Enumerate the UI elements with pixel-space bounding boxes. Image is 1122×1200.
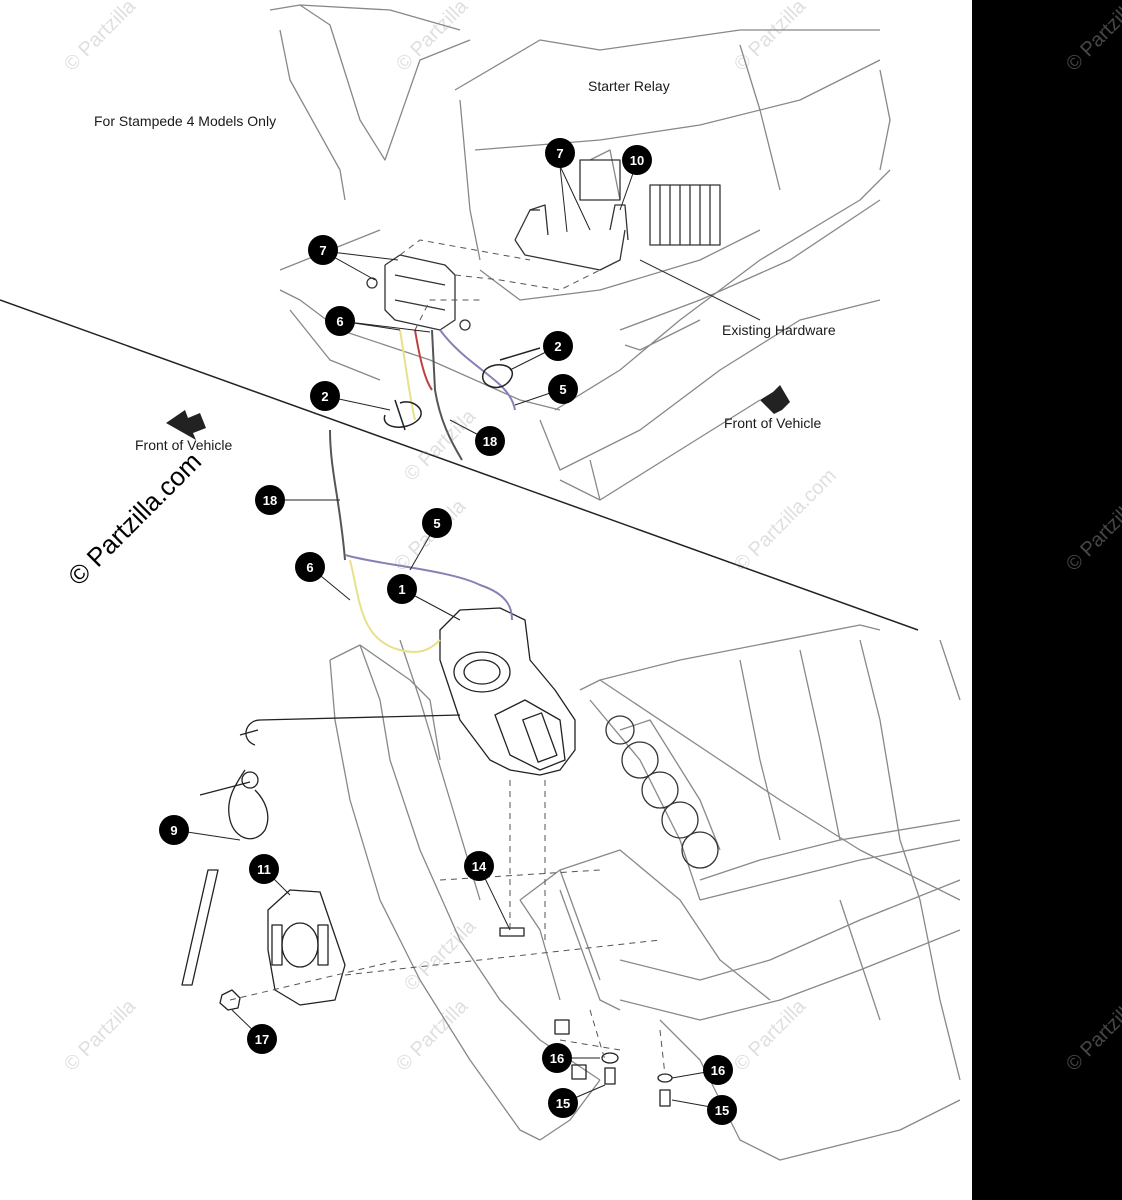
lower-chassis-frame: [329, 624, 961, 1161]
wire-red: [414, 329, 433, 391]
diagram-line-art: [0, 4, 961, 1161]
callout-15[interactable]: 15: [548, 1088, 578, 1118]
callout-18[interactable]: 18: [255, 485, 285, 515]
front-arrow-left: [166, 410, 206, 440]
callout-18[interactable]: 18: [475, 426, 505, 456]
callout-10[interactable]: 10: [622, 145, 652, 175]
frame-holes: [605, 715, 719, 869]
callout-5[interactable]: 5: [422, 508, 452, 538]
tie-2-upper: [482, 347, 541, 389]
callout-9[interactable]: 9: [159, 815, 189, 845]
tie-2-lower: [383, 399, 422, 431]
callout-6[interactable]: 6: [295, 552, 325, 582]
heat-sink: [649, 184, 721, 246]
callout-6[interactable]: 6: [325, 306, 355, 336]
callout-14[interactable]: 14: [464, 851, 494, 881]
front-of-vehicle-left-label: Front of Vehicle: [135, 437, 233, 453]
watermark-tile: © Partzilla: [1062, 495, 1122, 576]
wire-6-upper: [399, 329, 416, 421]
callout-15[interactable]: 15: [707, 1095, 737, 1125]
starter-relay-label: Starter Relay: [588, 78, 670, 94]
wire-5-lower: [344, 554, 513, 621]
winch-motor: [439, 607, 576, 776]
bolt-14: [499, 927, 525, 937]
callout-16[interactable]: 16: [703, 1055, 733, 1085]
callout-7[interactable]: 7: [308, 235, 338, 265]
front-arrow-right: [760, 385, 790, 414]
fairlead: [267, 889, 346, 1006]
models-note-label: For Stampede 4 Models Only: [94, 113, 277, 129]
callout-16[interactable]: 16: [542, 1043, 572, 1073]
callout-2[interactable]: 2: [310, 381, 340, 411]
callout-7[interactable]: 7: [545, 138, 575, 168]
callout-5[interactable]: 5: [548, 374, 578, 404]
exploded-parts-diagram: © Partzilla © Partzilla © Partzilla © Pa…: [0, 0, 972, 1200]
watermark-tile: © Partzilla: [1062, 0, 1122, 76]
nut-17: [219, 989, 241, 1011]
callout-17[interactable]: 17: [247, 1024, 277, 1054]
hardware-15-16: [554, 1019, 673, 1107]
callout-1[interactable]: 1: [387, 574, 417, 604]
callout-11[interactable]: 11: [249, 854, 279, 884]
wire-18-upper: [431, 329, 463, 461]
front-of-vehicle-right-label: Front of Vehicle: [724, 415, 822, 431]
existing-hardware-label: Existing Hardware: [722, 322, 836, 338]
relay-bracket: [514, 159, 629, 271]
callout-2[interactable]: 2: [543, 331, 573, 361]
winch-contactor: [366, 254, 471, 331]
wire-6-lower: [349, 559, 441, 653]
wire-5-upper: [439, 329, 516, 411]
strap: [181, 869, 219, 986]
wire-18-lower: [329, 429, 346, 561]
watermark-tile: © Partzilla: [1062, 995, 1122, 1076]
winch-hook: [199, 714, 461, 840]
